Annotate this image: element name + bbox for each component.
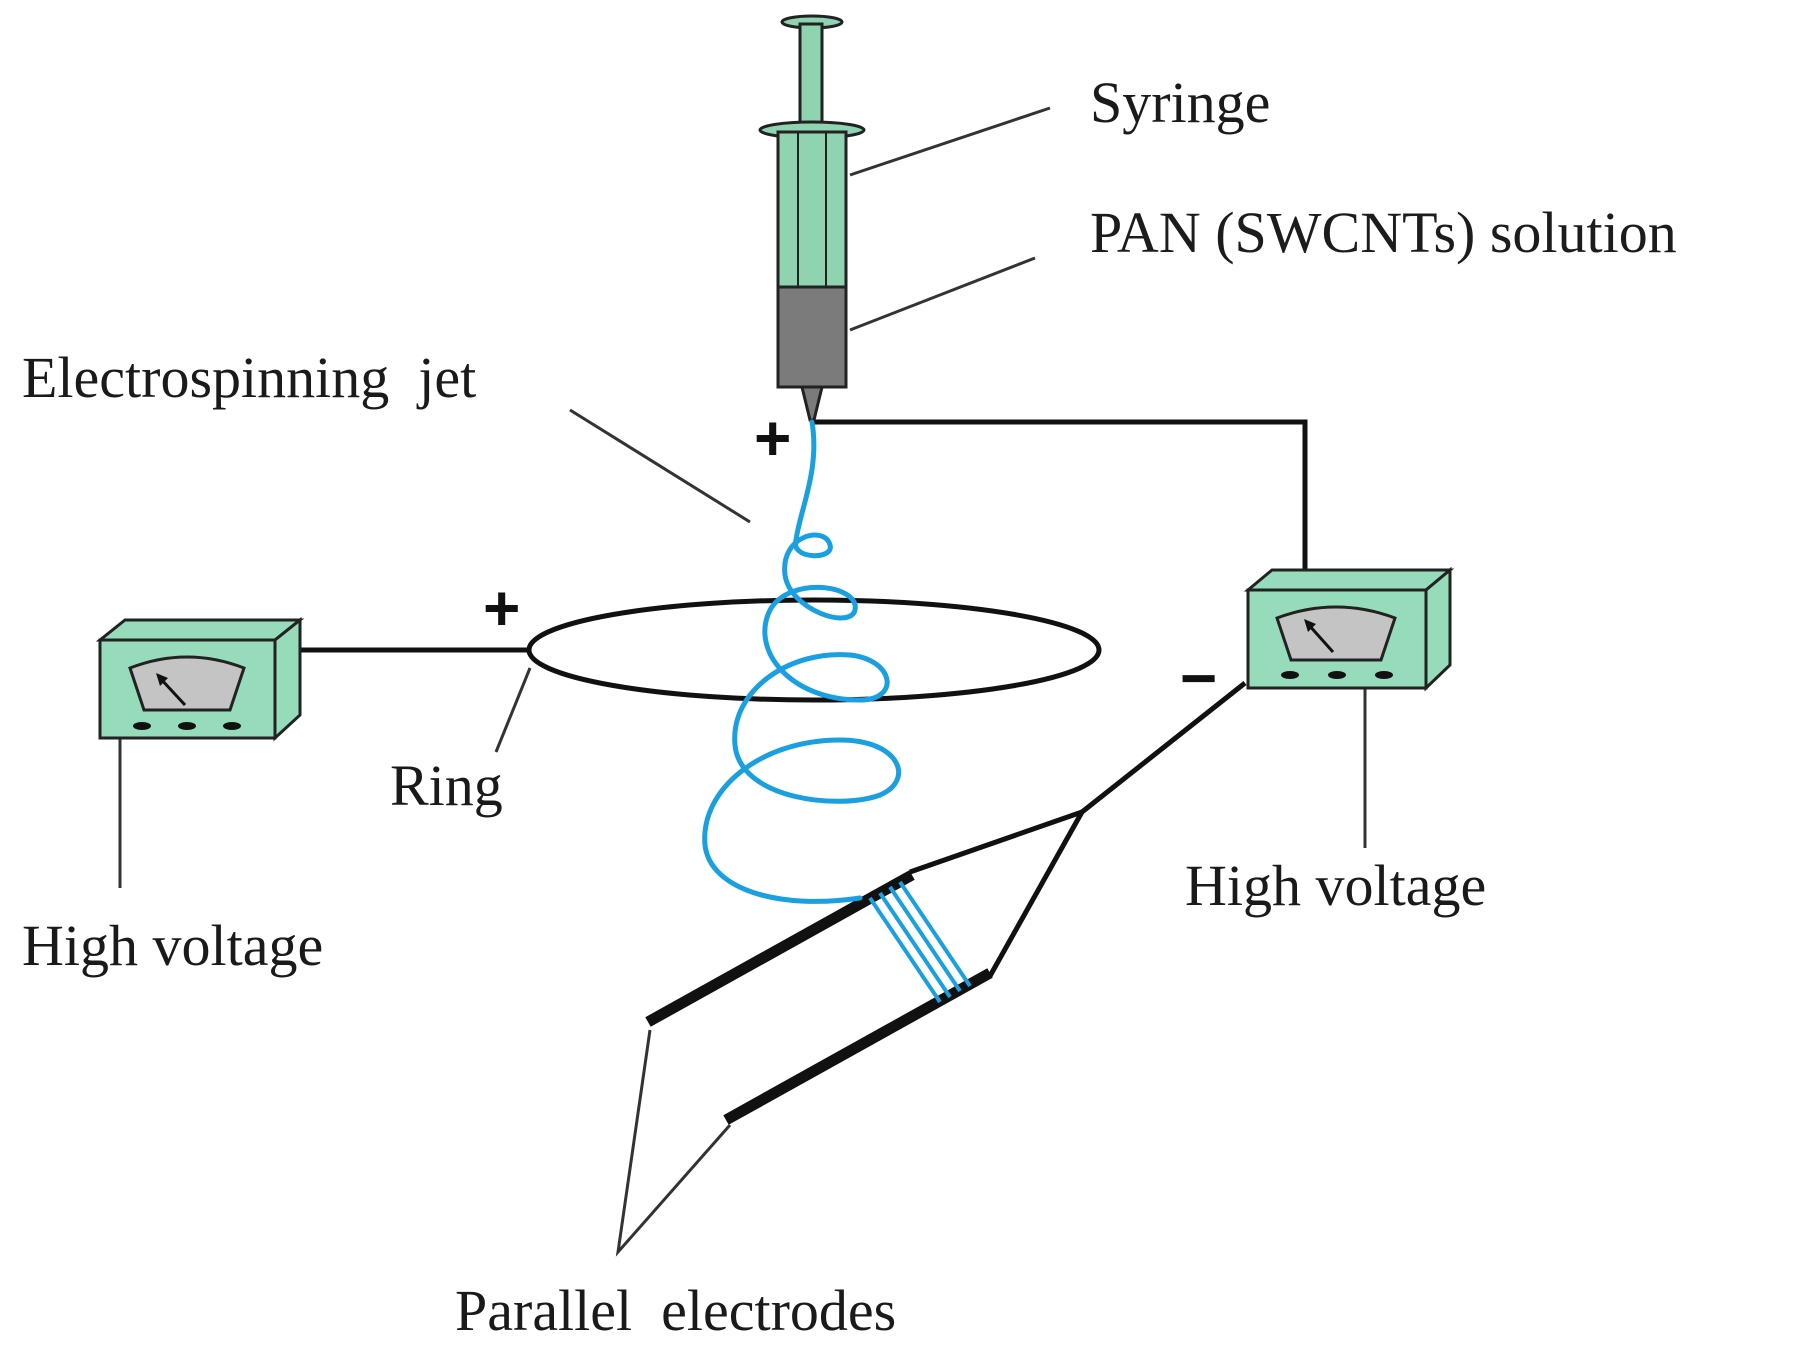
upper-electrode-wire (909, 809, 1083, 875)
ring-leader (494, 667, 532, 753)
jet-label: Electrospinning jet (22, 345, 476, 410)
high-voltage-meter-icon (1243, 566, 1455, 692)
solution-leader (849, 256, 1036, 332)
high-voltage-meter-icon (95, 616, 305, 742)
minus-sign: − (1180, 642, 1217, 714)
syringe-leader (849, 106, 1051, 177)
syringe-icon (758, 14, 866, 422)
hv-left-label: High voltage (22, 913, 323, 978)
solution-label: PAN (SWCNTs) solution (1090, 200, 1677, 265)
lower-electrode-wire (987, 810, 1085, 978)
hv-right-label: High voltage (1185, 853, 1486, 918)
leader-lines (118, 106, 1367, 1257)
minus-wire (1080, 681, 1247, 814)
ring-label: Ring (390, 753, 503, 818)
syringe-label: Syringe (1090, 70, 1270, 135)
lower-electrode (723, 968, 993, 1125)
needle-wire (812, 419, 1308, 570)
electrodes-label: Parallel electrodes (455, 1278, 896, 1343)
needle-plus-sign: + (754, 402, 791, 474)
electrospinning-jet (702, 419, 902, 904)
aligned-fibers (868, 880, 972, 1004)
jet-leader (569, 408, 751, 524)
upper-electrode (645, 870, 915, 1027)
ring-collector-icon (526, 597, 1102, 703)
wires (300, 419, 1308, 978)
ring-plus-sign: + (483, 572, 520, 644)
parallel-electrodes-icon (645, 870, 993, 1125)
electrodes-leader (615, 1029, 732, 1257)
